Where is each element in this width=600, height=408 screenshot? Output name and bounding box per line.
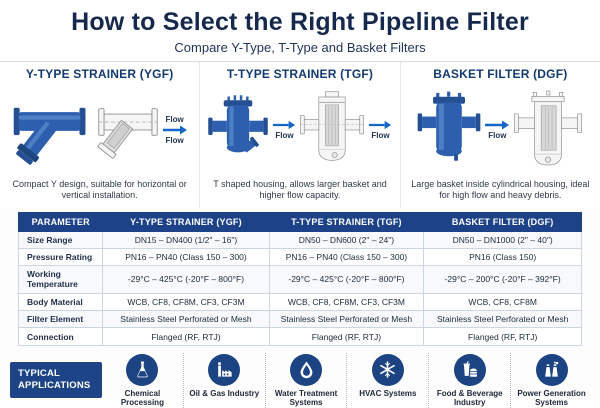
app-label: Food & Beverage Industry <box>436 388 503 408</box>
page-subtitle: Compare Y-Type, T-Type and Basket Filter… <box>174 39 426 55</box>
y-strainer-photo-illustration <box>13 107 86 165</box>
table-row: Body Material WCB, CF8, CF8M, CF3, CF3M … <box>17 292 582 312</box>
typical-applications-label: TYPICAL APPLICATIONS <box>10 362 102 399</box>
t-type-heading: T-TYPE STRAINER (TGF) <box>226 66 374 81</box>
column-t-type: T-TYPE STRAINER (TGF) <box>199 61 399 208</box>
cell-dgf: WCB, CF8, CF8M <box>423 292 582 312</box>
app-label: HVAC Systems <box>359 388 417 398</box>
basket-flow-indicator: Flow <box>484 120 510 140</box>
column-y-type: Y-TYPE STRAINER (YGF) <box>0 62 199 208</box>
cell-ygf: DN15 – DN400 (1/2" – 16") <box>102 230 270 249</box>
app-oil-gas: Oil & Gas Industry <box>182 352 265 408</box>
comparison-section: Y-TYPE STRAINER (YGF) <box>0 61 600 208</box>
basket-illustrations: Flow <box>401 81 600 180</box>
refinery-icon <box>208 353 241 386</box>
app-label: Water Treatment Systems <box>274 388 338 408</box>
table-row: Connection Flanged (RF, RTJ) Flanged (RF… <box>17 327 582 346</box>
table-row: Filter Element Stainless Steel Perforate… <box>17 309 582 329</box>
cell-dgf: PN16 (Class 150) <box>423 247 582 267</box>
food-beverage-icon <box>453 353 486 386</box>
flow-label: Flow <box>488 130 507 140</box>
flask-icon <box>126 353 159 386</box>
water-drop-icon-glyph <box>300 361 312 379</box>
column-basket: BASKET FILTER (DGF) <box>399 61 600 208</box>
page-title: How to Select the Right Pipeline Filter <box>71 8 529 36</box>
cell-tgf: Stainless Steel Perforated or Mesh <box>268 309 425 329</box>
cell-tgf: PN16 – PN40 (Class 150 – 300) <box>268 247 425 267</box>
row-param: Connection <box>17 327 104 346</box>
flask-icon-glyph <box>137 361 148 378</box>
cell-tgf: DN50 – DN600 (2" – 24") <box>268 230 425 249</box>
applications-label-line1: TYPICAL <box>18 368 61 380</box>
flow-label: Flow <box>165 114 184 124</box>
row-param: Body Material <box>17 292 104 312</box>
row-param: Filter Element <box>17 309 104 329</box>
cell-dgf: -29°C – 200°C (-20°F – 392°F) <box>423 265 582 294</box>
spec-table: PARAMETER Y-TYPE STRAINER (YGF) T-TYPE S… <box>17 211 582 346</box>
t-type-caption: T shaped housing, allows larger basket a… <box>213 179 387 201</box>
refinery-icon-glyph <box>217 362 232 377</box>
header: How to Select the Right Pipeline Filter … <box>0 0 600 62</box>
y-strainer-line-drawing <box>97 108 158 159</box>
col-header-ygf: Y-TYPE STRAINER (YGF) <box>102 211 270 232</box>
table-row: Pressure Rating PN16 – PN40 (Class 150 –… <box>17 247 582 267</box>
food-beverage-icon-glyph <box>463 361 478 378</box>
cell-ygf: -29°C – 425°C (-20°F – 800°F) <box>102 265 270 294</box>
flow-arrow-icon <box>485 120 510 130</box>
spec-table-header-row: PARAMETER Y-TYPE STRAINER (YGF) T-TYPE S… <box>17 211 582 232</box>
t-type-illustrations: Flow <box>200 81 399 180</box>
t-strainer-photo-illustration <box>208 95 269 153</box>
snowflake-icon-glyph <box>380 361 396 379</box>
flow-arrow-icon <box>162 125 187 135</box>
cell-tgf: -29°C – 425°C (-20°F – 800°F) <box>268 265 425 294</box>
flow-label: Flow <box>165 135 184 145</box>
flow-arrow-icon <box>273 120 296 129</box>
cell-ygf: Stainless Steel Perforated or Mesh <box>102 309 270 329</box>
col-header-dgf: BASKET FILTER (DGF) <box>423 211 582 232</box>
cell-dgf: Stainless Steel Perforated or Mesh <box>423 309 582 329</box>
row-param: Pressure Rating <box>17 247 104 267</box>
app-hvac: HVAC Systems <box>346 352 428 408</box>
t-type-flow-indicator-left: Flow <box>272 120 296 140</box>
cell-tgf: WCB, CF8, CF8M, CF3, CF3M <box>268 292 425 312</box>
t-strainer-line-drawing <box>300 91 365 161</box>
app-label: Power Generation Systems <box>517 388 586 408</box>
col-header-tgf: T-TYPE STRAINER (TGF) <box>268 211 425 232</box>
y-type-flow-indicator: Flow Flow <box>162 115 188 145</box>
basket-filter-line-drawing <box>514 90 583 166</box>
applications-label-line2: APPLICATIONS <box>18 380 91 392</box>
cell-tgf: Flanged (RF, RTJ) <box>268 327 425 346</box>
cell-ygf: PN16 – PN40 (Class 150 – 300) <box>102 247 270 267</box>
basket-filter-photo-illustration <box>417 91 481 161</box>
basket-heading: BASKET FILTER (DGF) <box>433 66 568 81</box>
row-param: Working Temperature <box>17 265 104 294</box>
y-type-caption: Compact Y design, suitable for horizonta… <box>12 179 187 201</box>
water-drop-icon <box>290 353 323 386</box>
flow-arrow-icon <box>369 120 392 129</box>
cell-dgf: DN50 – DN1000 (2" – 40") <box>423 230 582 249</box>
cell-ygf: Flanged (RF, RTJ) <box>102 327 270 346</box>
snowflake-icon <box>371 353 404 386</box>
table-row: Working Temperature -29°C – 425°C (-20°F… <box>17 265 582 294</box>
y-type-illustrations: Flow Flow <box>0 81 199 180</box>
power-plant-icon-glyph <box>545 361 559 377</box>
y-type-heading: Y-TYPE STRAINER (YGF) <box>25 66 174 81</box>
flow-label: Flow <box>275 130 294 140</box>
cell-dgf: Flanged (RF, RTJ) <box>423 327 582 346</box>
app-label: Chemical Processing <box>120 388 164 408</box>
flow-label: Flow <box>371 130 390 140</box>
cell-ygf: WCB, CF8, CF8M, CF3, CF3M <box>102 292 270 312</box>
power-plant-icon <box>535 353 568 386</box>
col-header-parameter: PARAMETER <box>17 211 104 232</box>
row-param: Size Range <box>17 230 104 249</box>
table-row: Size Range DN15 – DN400 (1/2" – 16") DN5… <box>17 230 582 249</box>
t-type-flow-indicator-right: Flow <box>368 120 392 140</box>
basket-caption: Large basket inside cylindrical housing,… <box>411 179 590 201</box>
app-label: Oil & Gas Industry <box>189 388 260 398</box>
